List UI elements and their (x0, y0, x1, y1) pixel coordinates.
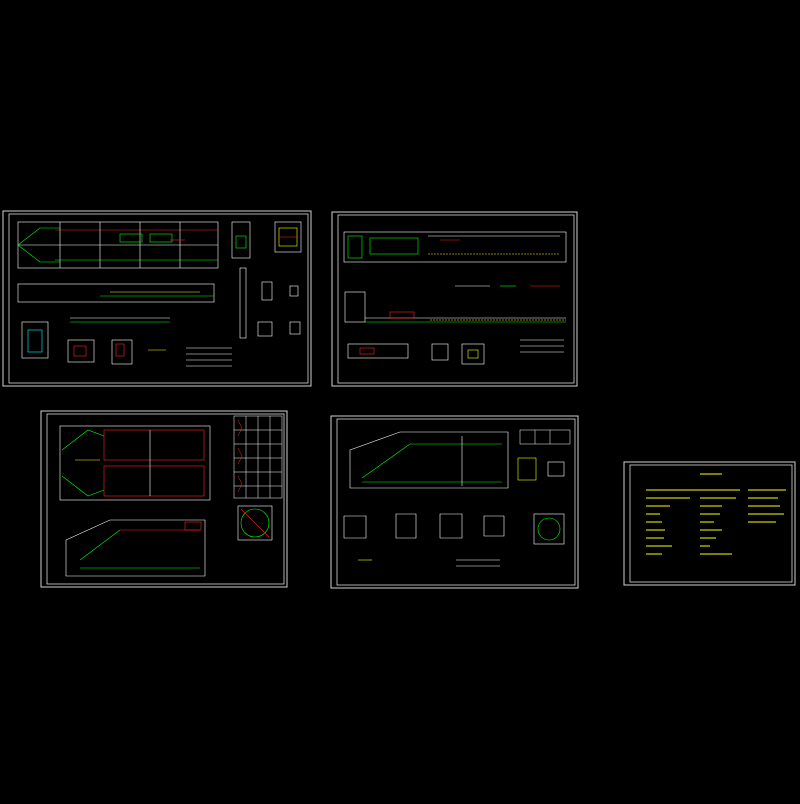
sheet-4-angled-plan-details[interactable] (330, 415, 579, 589)
rebar-table (233, 415, 283, 499)
plan-view (343, 231, 567, 263)
detail-boxes (231, 221, 302, 339)
lower-details (21, 321, 301, 367)
section-view (17, 283, 215, 323)
manhole-detail (237, 505, 273, 541)
section-details-4 (343, 457, 565, 567)
sheet-1-plan-section[interactable] (2, 210, 312, 387)
angled-plan (349, 431, 509, 489)
lower-details-2 (347, 339, 564, 365)
table-4 (519, 429, 571, 445)
angled-plan-upper (59, 425, 211, 501)
profile-view (344, 285, 566, 323)
notes-text-lines (646, 473, 786, 555)
main-plan-view (17, 221, 219, 269)
sheet-5-general-notes[interactable] (623, 461, 796, 586)
sheet-2-plan-profile[interactable] (331, 211, 578, 387)
angled-plan-lower (65, 519, 206, 577)
sheet-3-angled-plan-rebar-table[interactable] (40, 410, 288, 588)
